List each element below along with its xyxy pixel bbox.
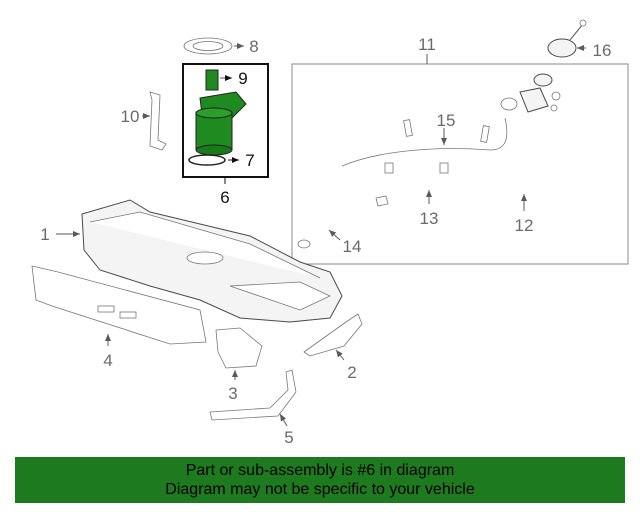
filler-neck-head[interactable] (500, 73, 561, 113)
part-6-fuel-pump-module[interactable] (195, 91, 247, 156)
callout-6: 6 (220, 188, 229, 207)
part-15-vent-line[interactable] (341, 117, 508, 167)
callout-1: 1 (40, 225, 49, 244)
callout-7: 7 (245, 151, 254, 170)
part-13-fill-pipe[interactable] (364, 162, 485, 207)
banner-line-2: Diagram may not be specific to your vehi… (165, 481, 475, 498)
part-10-bracket[interactable] (142, 91, 167, 151)
part-5-strap[interactable] (209, 369, 297, 427)
callout-15: 15 (437, 111, 456, 130)
callout-2: 2 (347, 363, 356, 382)
part-12-hose[interactable] (499, 158, 547, 211)
part-14-hose[interactable] (297, 201, 351, 249)
part-7-o-ring[interactable] (188, 154, 239, 166)
group-11-frame (291, 63, 629, 265)
callout-9: 9 (238, 69, 247, 88)
callout-4: 4 (103, 351, 112, 370)
callout-3: 3 (228, 384, 237, 403)
parts-diagram: 1 2 3 4 5 6 7 8 9 10 11 12 13 14 15 16 (31, 19, 629, 447)
part-2-bracket[interactable] (303, 313, 363, 361)
callout-11: 11 (418, 35, 436, 54)
part-1-fuel-tank[interactable] (56, 199, 343, 323)
callout-16: 16 (593, 41, 612, 60)
callout-13: 13 (420, 209, 439, 228)
part-3-shield[interactable] (215, 327, 263, 380)
part-16-fuel-cap[interactable] (547, 19, 587, 58)
info-banner: Part or sub-assembly is #6 in diagram Di… (15, 457, 625, 503)
part-4-skid-plate[interactable] (31, 265, 207, 346)
callout-14: 14 (343, 237, 362, 256)
part-9-sender[interactable] (205, 69, 232, 91)
part-8-seal-ring[interactable] (183, 37, 244, 55)
callout-12: 12 (515, 216, 534, 235)
banner-line-1: Part or sub-assembly is #6 in diagram (185, 462, 455, 479)
callout-5: 5 (284, 428, 293, 447)
callout-10: 10 (121, 107, 140, 126)
callout-8: 8 (249, 37, 258, 56)
